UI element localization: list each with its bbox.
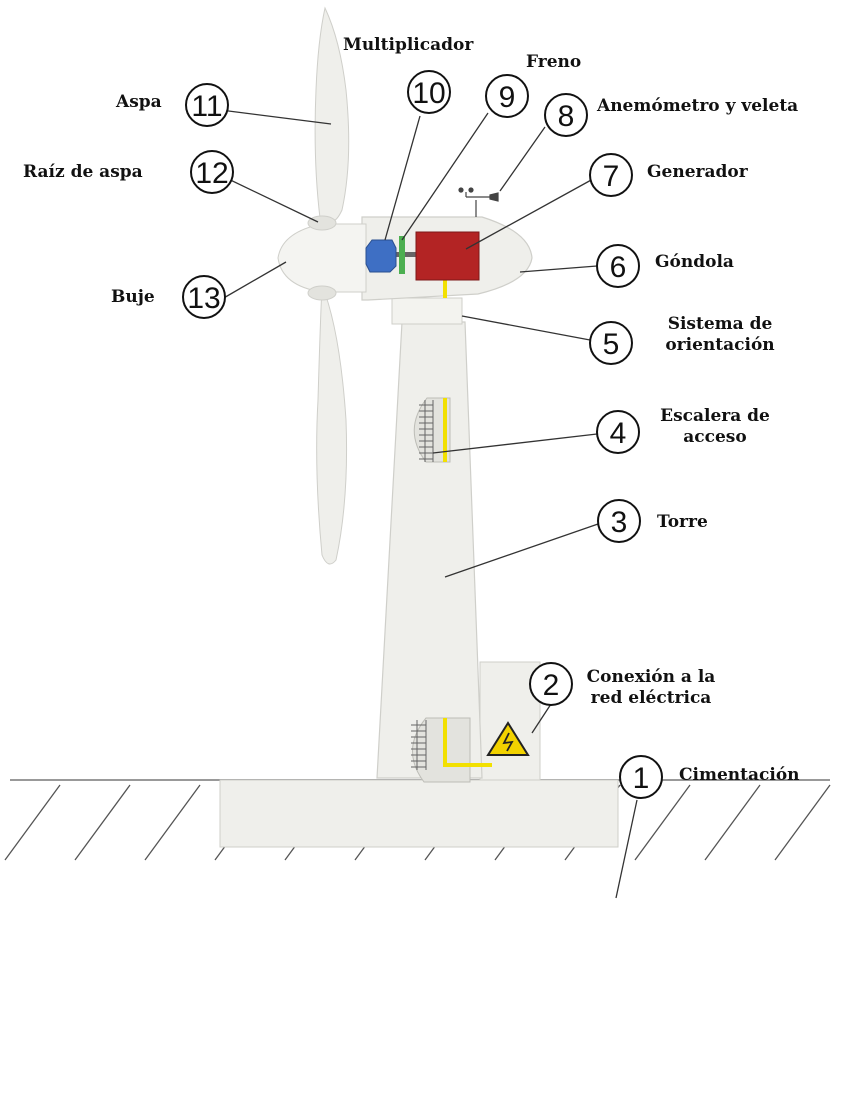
label-line: Sistema de: [667, 314, 773, 334]
label-generador: Generador: [647, 162, 748, 182]
callout-number: 7: [603, 160, 620, 193]
label-line: orientación: [665, 335, 775, 355]
callout-3: 3: [597, 499, 641, 543]
callout-number: 8: [558, 100, 575, 133]
blade-lower: [316, 284, 348, 565]
callout-number: 10: [412, 77, 445, 110]
callout-7: 7: [589, 153, 633, 197]
label-sistema-orientacion: Sistema de orientación: [656, 314, 784, 356]
label-gondola: Góndola: [655, 252, 734, 272]
lower-ladder-cutaway: [411, 717, 492, 783]
callout-number: 6: [610, 251, 627, 284]
upper-ladder-cutaway: [413, 397, 451, 463]
label-line: Escalera de: [660, 406, 770, 426]
tower: [376, 321, 483, 779]
callout-number: 13: [187, 282, 220, 315]
label-line: red eléctrica: [590, 688, 712, 708]
callout-12: 12: [190, 150, 234, 194]
callout-number: 12: [195, 157, 228, 190]
callout-4: 4: [596, 410, 640, 454]
label-line: acceso: [683, 427, 747, 447]
yaw-system: [391, 297, 463, 325]
label-buje: Buje: [111, 287, 155, 307]
foundation: [219, 779, 619, 848]
brake: [399, 236, 405, 274]
callout-number: 1: [633, 762, 650, 795]
label-multiplicador: Multiplicador: [343, 35, 474, 55]
callout-number: 4: [610, 417, 627, 450]
label-anemometro: Anemómetro y veleta: [597, 96, 799, 116]
label-cimentacion: Cimentación: [679, 765, 800, 785]
callout-number: 3: [611, 506, 628, 539]
label-raiz-de-aspa: Raíz de aspa: [23, 162, 143, 182]
hub: [277, 215, 367, 301]
callout-10: 10: [407, 70, 451, 114]
label-torre: Torre: [657, 512, 708, 532]
callout-6: 6: [596, 244, 640, 288]
callout-2: 2: [529, 662, 573, 706]
anemometer-icon: [458, 187, 499, 217]
callout-9: 9: [485, 74, 529, 118]
callout-number: 9: [499, 81, 516, 114]
label-freno: Freno: [526, 52, 582, 72]
callout-number: 2: [543, 669, 560, 702]
callout-13: 13: [182, 275, 226, 319]
callout-number: 5: [603, 328, 620, 361]
gearbox: [365, 239, 397, 273]
label-escalera-acceso: Escalera de acceso: [655, 406, 775, 448]
generator: [415, 231, 480, 281]
callout-1: 1: [619, 755, 663, 799]
callout-11: 11: [185, 83, 229, 127]
callout-number: 11: [191, 90, 222, 123]
callout-5: 5: [589, 321, 633, 365]
high-voltage-warning-icon: [486, 721, 530, 756]
callout-8: 8: [544, 93, 588, 137]
label-conexion-red: Conexión a la red eléctrica: [578, 667, 724, 709]
label-aspa: Aspa: [116, 92, 162, 112]
label-line: Conexión a la: [586, 667, 716, 687]
